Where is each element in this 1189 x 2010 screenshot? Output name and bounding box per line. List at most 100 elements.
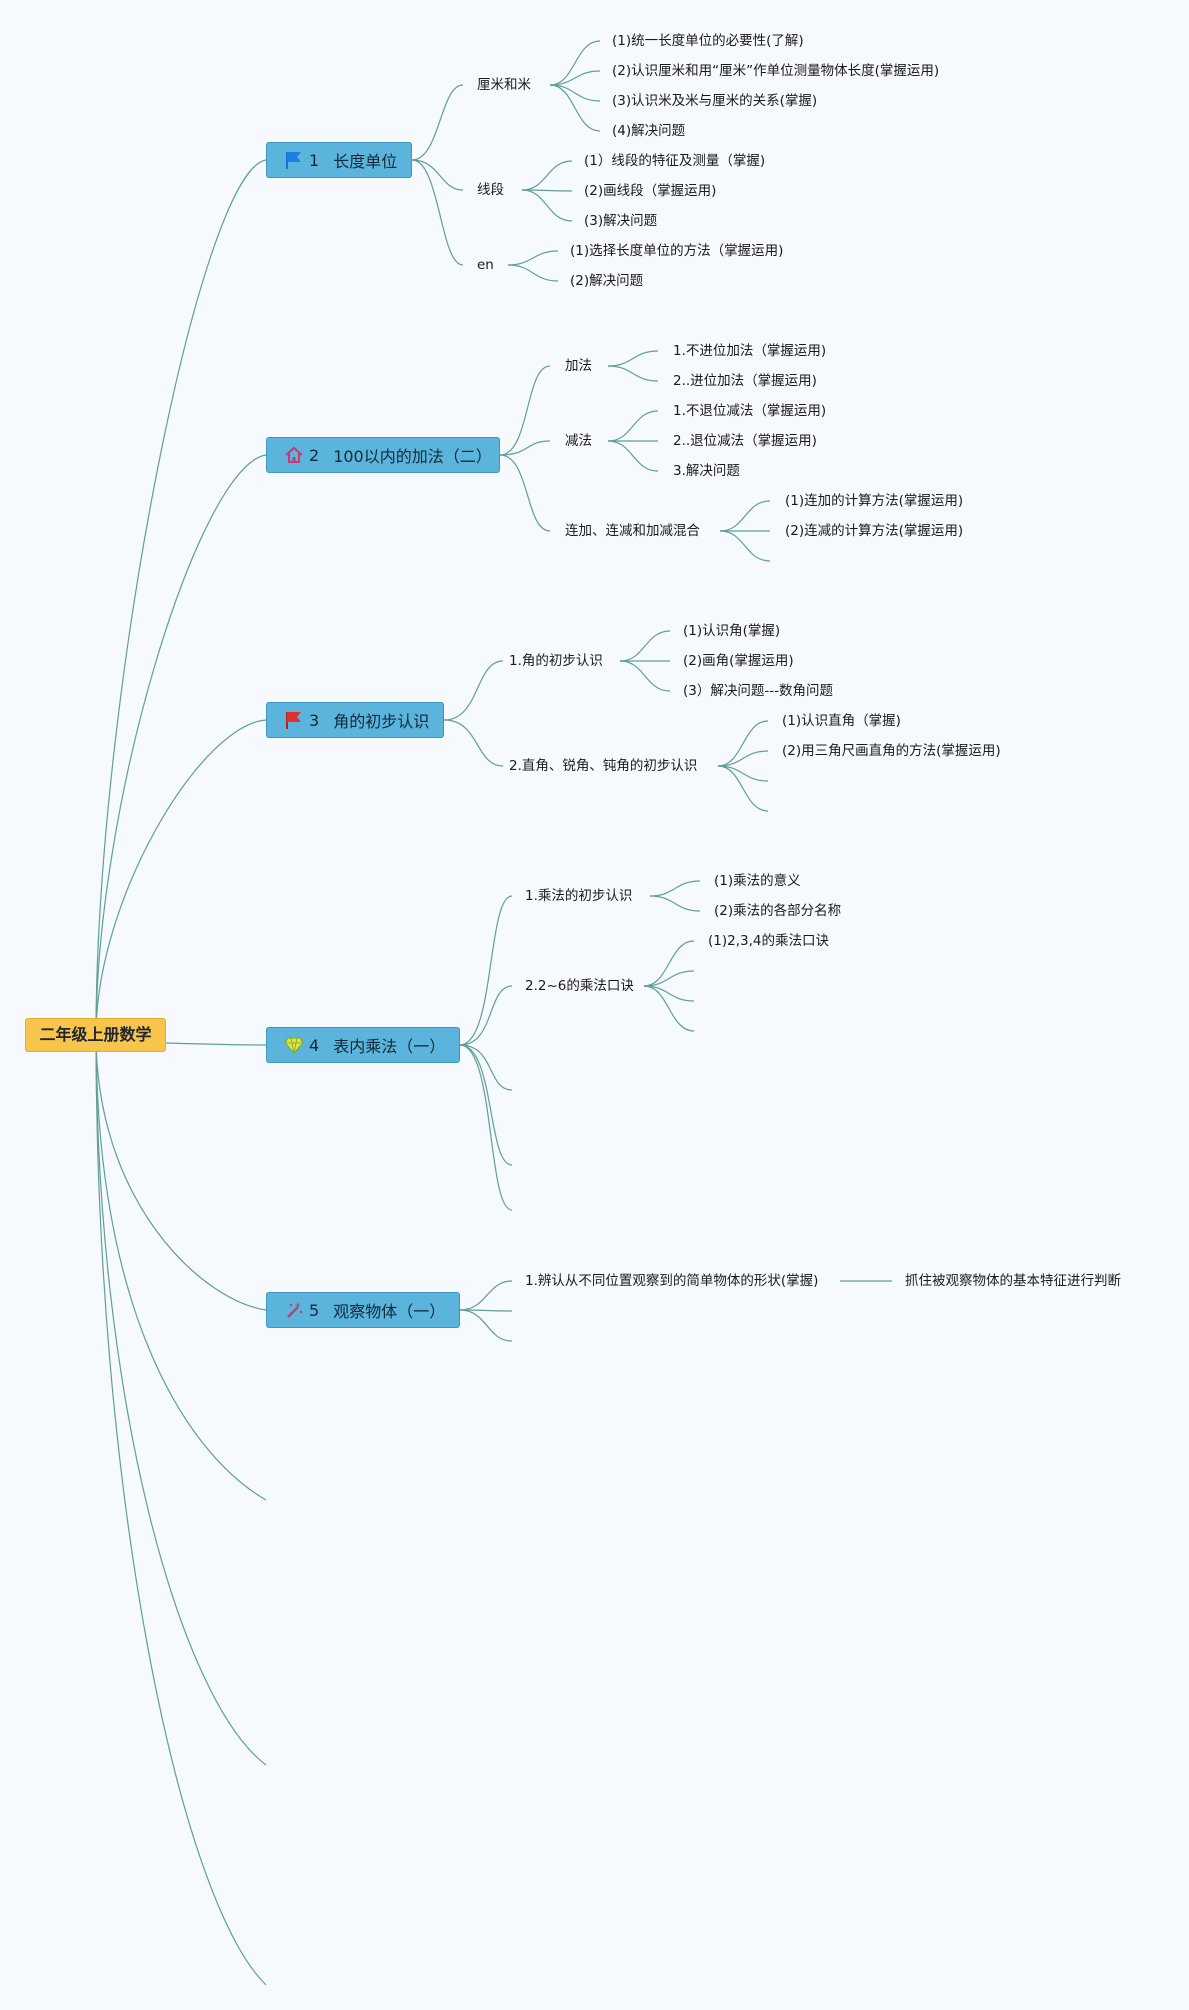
house-icon bbox=[283, 444, 305, 466]
connector-t1-s2 bbox=[411, 159, 464, 191]
flag-blue-icon bbox=[283, 149, 305, 171]
topic-4-label: 表内乘法（一） bbox=[333, 1037, 446, 1056]
topic-3-number: 3 bbox=[309, 710, 320, 730]
t4-s1-item-2[interactable]: (2)乘法的各部分名称 bbox=[714, 903, 842, 919]
connector-t1-s3-i2 bbox=[507, 264, 559, 282]
t1-subtopic-2[interactable]: 线段 bbox=[477, 182, 504, 198]
t3-subtopic-1[interactable]: 1.角的初步认识 bbox=[509, 653, 603, 669]
connector-t2-s3-e1 bbox=[719, 530, 771, 562]
t1-s1-item-2[interactable]: (2)认识厘米和用“厘米”作单位测量物体长度(掌握运用) bbox=[612, 63, 940, 79]
connector-t5-s1 bbox=[459, 1280, 513, 1311]
connector-root-empty6 bbox=[95, 1034, 267, 1501]
connector-t1-s1-i2 bbox=[549, 70, 601, 86]
connector-root-topic5 bbox=[95, 1034, 267, 1311]
connector-t3-s2-e1 bbox=[717, 765, 769, 782]
topic-2-node[interactable]: 2 100以内的加法（二） bbox=[266, 437, 500, 473]
connector-t1-s3-i1 bbox=[507, 250, 559, 266]
t4-subtopic-1[interactable]: 1.乘法的初步认识 bbox=[525, 888, 633, 904]
t1-s3-item-2[interactable]: (2)解决问题 bbox=[570, 273, 644, 289]
connector-t1-s1 bbox=[411, 84, 464, 161]
t1-subtopic-3[interactable]: en bbox=[477, 257, 494, 273]
connector-t3-s1-i3 bbox=[619, 660, 671, 692]
connector-t3-s1-i1 bbox=[619, 630, 671, 662]
connector-root-topic1 bbox=[95, 159, 267, 1036]
t2-s1-item-1[interactable]: 1.不进位加法（掌握运用) bbox=[673, 343, 827, 359]
t1-s1-item-1[interactable]: (1)统一长度单位的必要性(了解) bbox=[612, 33, 804, 49]
topic-4-number: 4 bbox=[309, 1035, 320, 1055]
connector-root-topic3 bbox=[95, 719, 267, 1036]
connector-t4-e3 bbox=[459, 1044, 513, 1211]
connector-t2-s2 bbox=[499, 440, 551, 456]
connector-t4-e1 bbox=[459, 1044, 513, 1091]
connector-t4-s2-e2 bbox=[643, 985, 695, 1002]
topic-5-number: 5 bbox=[309, 1300, 320, 1320]
t4-s1-item-1[interactable]: (1)乘法的意义 bbox=[714, 873, 801, 889]
t2-s3-item-1[interactable]: (1)连加的计算方法(掌握运用) bbox=[785, 493, 964, 509]
topic-1-node[interactable]: 1 长度单位 bbox=[266, 142, 412, 178]
connector-t2-s2-i1 bbox=[607, 410, 659, 442]
connector-root-empty8 bbox=[95, 1034, 267, 1986]
t3-subtopic-2[interactable]: 2.直角、锐角、钝角的初步认识 bbox=[509, 758, 698, 774]
t5-s1-item-1[interactable]: 抓住被观察物体的基本特征进行判断 bbox=[905, 1273, 1121, 1289]
connector-t1-s1-i4 bbox=[549, 84, 601, 132]
root-label: 二年级上册数学 bbox=[39, 1025, 152, 1044]
t3-s2-item-1[interactable]: (1)认识直角（掌握) bbox=[782, 713, 901, 729]
t3-s1-item-1[interactable]: (1)认识角(掌握) bbox=[683, 623, 781, 639]
connector-t1-s2-i3 bbox=[521, 189, 573, 222]
connector-t1-s3 bbox=[411, 159, 464, 266]
t3-s1-item-2[interactable]: (2)画角(掌握运用) bbox=[683, 653, 794, 669]
wand-icon bbox=[283, 1299, 305, 1321]
t1-s2-item-2[interactable]: (2)画线段（掌握运用) bbox=[584, 183, 717, 199]
gem-icon bbox=[283, 1034, 305, 1056]
t2-subtopic-2[interactable]: 减法 bbox=[565, 433, 592, 449]
connector-t2-s1-i2 bbox=[607, 365, 659, 382]
t2-subtopic-1[interactable]: 加法 bbox=[565, 358, 592, 374]
connector-t1-s1-i3 bbox=[549, 84, 601, 102]
connector-t4-s2 bbox=[459, 985, 513, 1046]
connector-t4-s1 bbox=[459, 895, 513, 1046]
t1-s1-item-3[interactable]: (3)认识米及米与厘米的关系(掌握) bbox=[612, 93, 818, 109]
t4-subtopic-2[interactable]: 2.2~6的乘法口诀 bbox=[525, 978, 634, 994]
connector-t4-s2-e3 bbox=[643, 985, 695, 1032]
topic-4-node[interactable]: 4 表内乘法（一） bbox=[266, 1027, 460, 1063]
t4-s2-item-1[interactable]: (1)2,3,4的乘法口诀 bbox=[708, 933, 829, 949]
connector-t2-s1 bbox=[499, 365, 551, 456]
connector-t4-s1-i1 bbox=[649, 880, 701, 897]
root-node[interactable]: 二年级上册数学 bbox=[25, 1018, 166, 1052]
t1-s2-item-1[interactable]: (1）线段的特征及测量（掌握) bbox=[584, 153, 766, 169]
topic-2-label: 100以内的加法（二） bbox=[333, 447, 492, 466]
t1-s2-item-3[interactable]: (3)解决问题 bbox=[584, 213, 658, 229]
connector-t2-s3-i1 bbox=[719, 500, 771, 532]
connector-t2-s2-i3 bbox=[607, 440, 659, 472]
t5-subtopic-1[interactable]: 1.辨认从不同位置观察到的简单物体的形状(掌握) bbox=[525, 1273, 819, 1289]
topic-3-label: 角的初步认识 bbox=[333, 712, 430, 731]
connector-t4-s1-i2 bbox=[649, 895, 701, 912]
topic-1-label: 长度单位 bbox=[333, 152, 398, 171]
t2-s3-item-2[interactable]: (2)连减的计算方法(掌握运用) bbox=[785, 523, 964, 539]
t2-s2-item-2[interactable]: 2..退位减法（掌握运用) bbox=[673, 433, 817, 449]
t2-s1-item-2[interactable]: 2..进位加法（掌握运用) bbox=[673, 373, 817, 389]
connector-t3-s1 bbox=[443, 660, 504, 721]
connector-t1-s1-i1 bbox=[549, 40, 601, 86]
connector-t3-s2-i2 bbox=[717, 750, 769, 767]
connector-t3-s2-i1 bbox=[717, 720, 769, 767]
connector-t4-e2 bbox=[459, 1044, 513, 1166]
t2-s2-item-1[interactable]: 1.不退位减法（掌握运用) bbox=[673, 403, 827, 419]
t2-s2-item-3[interactable]: 3.解决问题 bbox=[673, 463, 740, 479]
topic-5-node[interactable]: 5 观察物体（一） bbox=[266, 1292, 460, 1328]
connector-t1-s2-i1 bbox=[521, 160, 573, 191]
t3-s2-item-2[interactable]: (2)用三角尺画直角的方法(掌握运用) bbox=[782, 743, 1001, 759]
t2-subtopic-3[interactable]: 连加、连减和加减混合 bbox=[565, 523, 700, 539]
t1-s1-item-4[interactable]: (4)解决问题 bbox=[612, 123, 686, 139]
t1-subtopic-1[interactable]: 厘米和米 bbox=[477, 77, 531, 93]
t3-s1-item-3[interactable]: (3）解决问题---数角问题 bbox=[683, 683, 833, 699]
connector-root-topic2 bbox=[95, 454, 267, 1036]
connector-t5-e2 bbox=[459, 1309, 513, 1342]
connector-t2-s1-i1 bbox=[607, 350, 659, 367]
connector-t2-s3 bbox=[499, 454, 551, 532]
t1-s3-item-1[interactable]: (1)选择长度单位的方法（掌握运用) bbox=[570, 243, 784, 259]
topic-3-node[interactable]: 3 角的初步认识 bbox=[266, 702, 444, 738]
connector-t4-s2-i1 bbox=[643, 940, 695, 987]
topic-2-number: 2 bbox=[309, 445, 320, 465]
